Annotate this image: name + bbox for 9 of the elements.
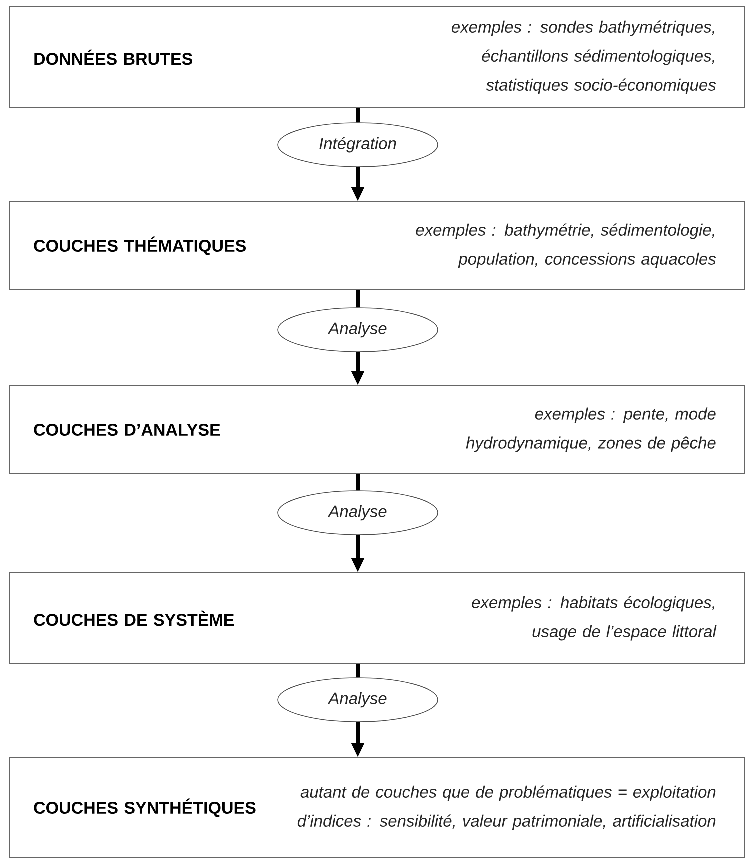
connector-line xyxy=(356,290,360,308)
layer-box: COUCHES DE SYSTÈME exemples : habitats écologiques, usage de l’espace littoral xyxy=(10,572,746,664)
layer-box: COUCHES SYNTHÉTIQUES autant de couches que de problématiques = exploitation d’indices : sensibilité, valeur patrimoniale, artificialisation xyxy=(10,758,746,858)
connector-line xyxy=(356,664,360,678)
layer-box: COUCHES D’ANALYSE exemples : pente, mode hydrodynamique, zones de pêche xyxy=(10,386,746,474)
connector-line xyxy=(356,474,360,491)
layer-box: COUCHES THÉMATIQUES exemples : bathymétrie, sédimentologie, population, concessions aquacoles xyxy=(10,202,746,290)
layer-box: DONNÉES BRUTES exemples : sondes bathymétriques, échantillons sédimentologiques, statistiques socio-économiques xyxy=(10,6,746,108)
connector-line xyxy=(356,108,360,123)
